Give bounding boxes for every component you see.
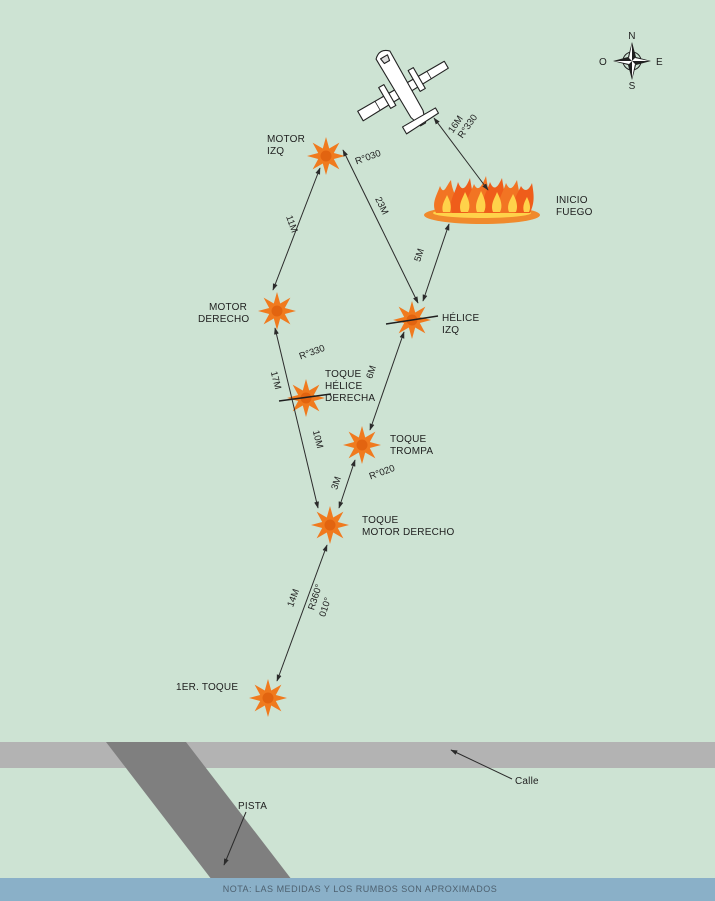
line-derecho-toque xyxy=(274,327,319,509)
impact-motor-derecho-icon xyxy=(258,292,296,330)
line-tmd-trompa xyxy=(338,459,356,509)
compass-n: N xyxy=(628,31,635,42)
note-bar xyxy=(0,878,715,901)
pista-pointer xyxy=(223,811,247,866)
line-izq-derecho xyxy=(272,167,321,291)
airplane-icon xyxy=(357,49,449,135)
measure-helice-trompa: 6M xyxy=(364,364,379,380)
label-pista: PISTA xyxy=(238,801,267,812)
runway xyxy=(106,742,292,880)
measure-tmd-trompa-dist: 3M xyxy=(329,475,344,491)
measure-tmd-toque-helice: 10M xyxy=(310,429,325,450)
impact-primer-toque-icon xyxy=(249,679,287,717)
label-primer-toque: 1ER. TOQUE xyxy=(176,682,238,693)
impact-motor-derecho-toque-icon xyxy=(311,506,349,544)
impact-motor-izq-icon xyxy=(307,137,345,175)
label-calle: Calle xyxy=(515,776,539,787)
line-fuego-helice xyxy=(422,223,450,302)
line-primer-tmd xyxy=(276,544,328,682)
compass-s: S xyxy=(629,81,636,92)
compass-rose-icon xyxy=(613,42,651,80)
compass-e: E xyxy=(656,57,663,68)
measure-fuego-helice: 5M xyxy=(412,247,427,263)
calle-pointer xyxy=(450,749,513,780)
street xyxy=(0,742,715,768)
impact-trompa-icon xyxy=(343,426,381,464)
line-helice-trompa xyxy=(369,331,405,431)
measure-derecho-toque-dist: 17M xyxy=(268,370,283,391)
propeller-mark-izq xyxy=(385,315,439,325)
line-izq-helice xyxy=(342,149,419,304)
note-text: NOTA: LAS MEDIDAS Y LOS RUMBOS SON APROX… xyxy=(223,884,498,894)
line-avion-fuego xyxy=(433,117,489,191)
compass-o: O xyxy=(599,57,607,68)
